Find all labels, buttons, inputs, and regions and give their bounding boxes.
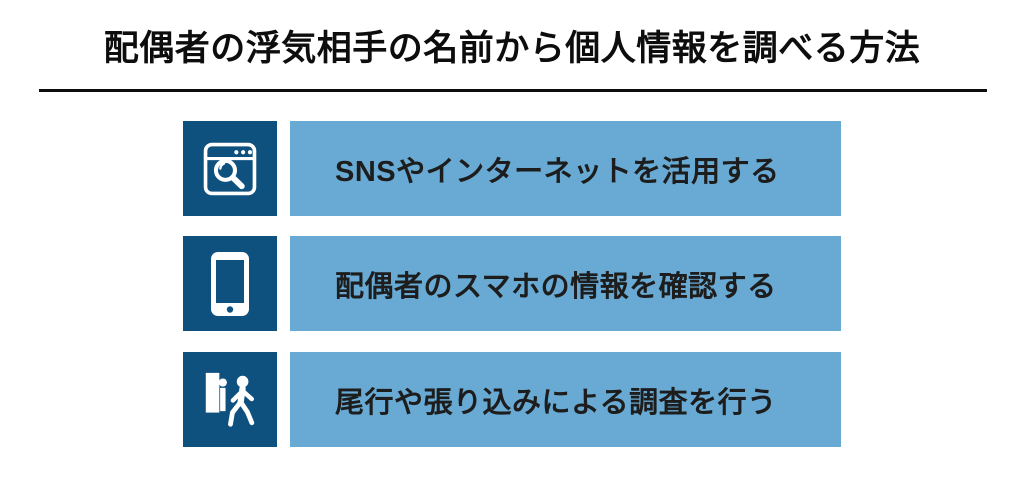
- page-title: 配偶者の浮気相手の名前から個人情報を調べる方法: [103, 29, 921, 68]
- list-item-smartphone: 配偶者のスマホの情報を確認する: [183, 236, 841, 331]
- item-bar: 尾行や張り込みによる調査を行う: [290, 352, 841, 447]
- item-label: SNSやインターネットを活用する: [335, 155, 780, 188]
- smartphone-icon: [211, 251, 249, 316]
- tailing-surveillance-icon: [205, 372, 255, 427]
- list-item-sns: SNSやインターネットを活用する: [183, 121, 841, 216]
- icon-box: [183, 121, 277, 216]
- list-item-tailing: 尾行や張り込みによる調査を行う: [183, 352, 841, 447]
- icon-box: [183, 236, 277, 331]
- title-divider: [39, 89, 987, 92]
- item-bar: SNSやインターネットを活用する: [290, 121, 841, 216]
- browser-search-icon: [203, 142, 257, 195]
- item-label: 配偶者のスマホの情報を確認する: [335, 270, 777, 303]
- icon-box: [183, 352, 277, 447]
- item-label: 尾行や張り込みによる調査を行う: [335, 386, 777, 419]
- item-bar: 配偶者のスマホの情報を確認する: [290, 236, 841, 331]
